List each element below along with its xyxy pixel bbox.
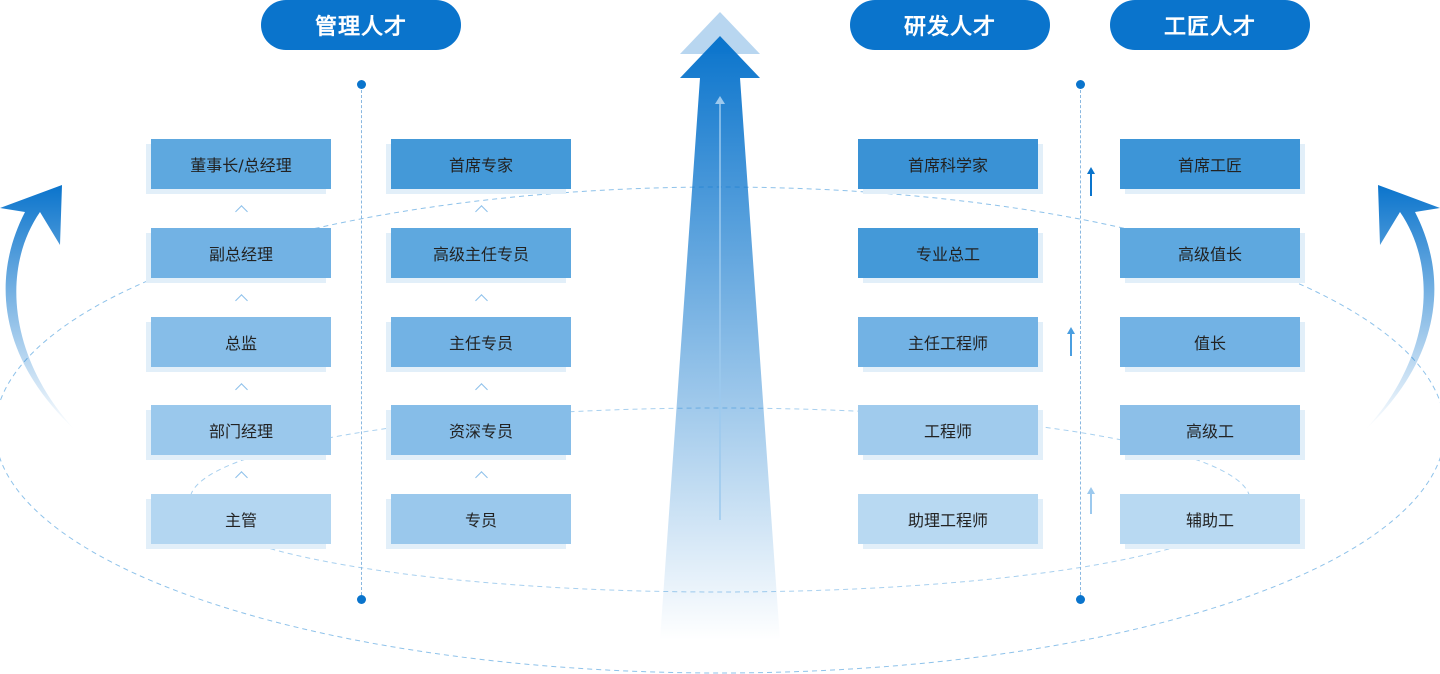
position-label: 主管 [151,494,331,544]
position-box-rnd: 专业总工 [858,228,1043,283]
position-box-rnd: 助理工程师 [858,494,1043,549]
divider-dot [357,595,366,604]
position-box-specialist: 高级主任专员 [386,228,571,283]
divider-dot [1076,595,1085,604]
position-box-rnd: 主任工程师 [858,317,1043,372]
header-rnd: 研发人才 [850,0,1050,50]
position-box-craftsman: 首席工匠 [1120,139,1305,194]
position-box-specialist: 首席专家 [386,139,571,194]
divider-right [1080,85,1081,600]
position-label: 副总经理 [151,228,331,278]
position-label: 主任工程师 [858,317,1038,367]
position-label: 辅助工 [1120,494,1300,544]
right-curved-arrow [1365,185,1440,430]
position-label: 专员 [391,494,571,544]
position-label: 高级主任专员 [391,228,571,278]
position-label: 高级值长 [1120,228,1300,278]
position-label: 高级工 [1120,405,1300,455]
position-box-craftsman: 值长 [1120,317,1305,372]
position-label: 助理工程师 [858,494,1038,544]
position-box-management: 董事长/总经理 [146,139,331,194]
divider-dot [1076,80,1085,89]
position-box-specialist: 专员 [386,494,571,549]
position-box-craftsman: 辅助工 [1120,494,1305,549]
position-box-management: 部门经理 [146,405,331,460]
position-label: 总监 [151,317,331,367]
position-box-specialist: 主任专员 [386,317,571,372]
position-box-rnd: 工程师 [858,405,1043,460]
position-box-management: 总监 [146,317,331,372]
position-label: 主任专员 [391,317,571,367]
header-management: 管理人才 [261,0,461,50]
left-curved-arrow [0,185,75,430]
position-label: 工程师 [858,405,1038,455]
divider-dot [357,80,366,89]
position-label: 部门经理 [151,405,331,455]
position-box-craftsman: 高级工 [1120,405,1305,460]
position-box-rnd: 首席科学家 [858,139,1043,194]
position-label: 首席专家 [391,139,571,189]
central-arrow-ghost-head [680,12,760,54]
position-box-specialist: 资深专员 [386,405,571,460]
position-box-management: 副总经理 [146,228,331,283]
position-box-craftsman: 高级值长 [1120,228,1305,283]
position-label: 值长 [1120,317,1300,367]
position-label: 董事长/总经理 [151,139,331,189]
position-label: 专业总工 [858,228,1038,278]
position-label: 资深专员 [391,405,571,455]
position-label: 首席工匠 [1120,139,1300,189]
position-label: 首席科学家 [858,139,1038,189]
divider-left [361,85,362,600]
header-craftsman: 工匠人才 [1110,0,1310,50]
position-box-management: 主管 [146,494,331,549]
